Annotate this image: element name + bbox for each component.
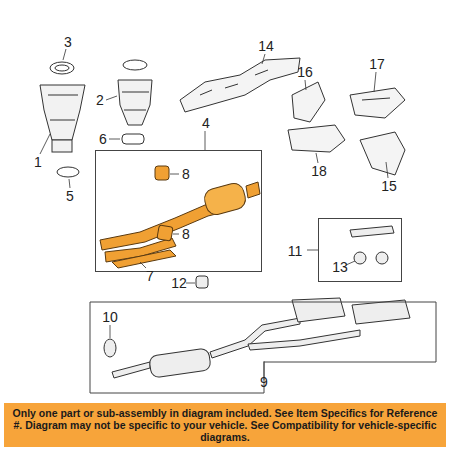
callout-number: 11 xyxy=(288,243,303,259)
callout-number: 14 xyxy=(258,38,274,54)
callout-number: 13 xyxy=(332,259,348,275)
callout-number: 2 xyxy=(96,92,104,108)
callout-number: 8 xyxy=(182,166,190,182)
callout-number: 7 xyxy=(146,268,154,284)
callout-number: 8 xyxy=(182,226,190,242)
shield-ribs xyxy=(362,98,390,100)
bracket xyxy=(112,250,176,268)
heat-shield xyxy=(180,58,300,112)
leader-lines xyxy=(40,49,388,380)
callout-number: 1 xyxy=(34,154,42,170)
gasket xyxy=(122,134,144,144)
gasket xyxy=(123,60,147,70)
callout-number: 4 xyxy=(202,115,210,131)
callout-number: 6 xyxy=(99,131,107,147)
manifold-ribs xyxy=(48,95,78,120)
note-text: Only one part or sub-assembly in diagram… xyxy=(10,407,440,443)
heat-shield xyxy=(288,125,345,152)
heat-shield xyxy=(350,88,405,118)
callout-number: 18 xyxy=(311,163,327,179)
callout-number: 9 xyxy=(260,374,268,390)
assembly-outline: 9 xyxy=(88,290,438,395)
callout-number: 17 xyxy=(369,56,385,72)
gasket-hole xyxy=(55,65,69,71)
converter-assembly xyxy=(100,166,260,262)
callout-number: 5 xyxy=(66,188,74,204)
callout-number: 3 xyxy=(64,34,72,50)
heat-shield xyxy=(360,132,405,175)
manifold-ribs xyxy=(122,92,149,110)
hanger xyxy=(196,276,208,288)
callout-number: 16 xyxy=(297,64,313,80)
pipe-part xyxy=(350,226,394,264)
manifold-converter xyxy=(118,80,152,125)
callout-number: 15 xyxy=(381,178,397,194)
shield-ribs xyxy=(200,70,268,95)
exhaust-pipe xyxy=(112,298,410,378)
note-banner: Only one part or sub-assembly in diagram… xyxy=(4,403,446,447)
heat-shield xyxy=(292,82,325,122)
callout-number: 12 xyxy=(171,275,187,291)
manifold-outlet xyxy=(52,140,72,152)
assembly-box: 4 xyxy=(95,150,262,272)
outline-border xyxy=(90,302,436,393)
clamp xyxy=(104,339,116,357)
gasket xyxy=(50,62,74,74)
gasket xyxy=(57,167,79,177)
callout-number: 10 xyxy=(102,309,118,325)
assembly-box: 11 xyxy=(318,218,402,282)
manifold-converter xyxy=(40,85,85,140)
